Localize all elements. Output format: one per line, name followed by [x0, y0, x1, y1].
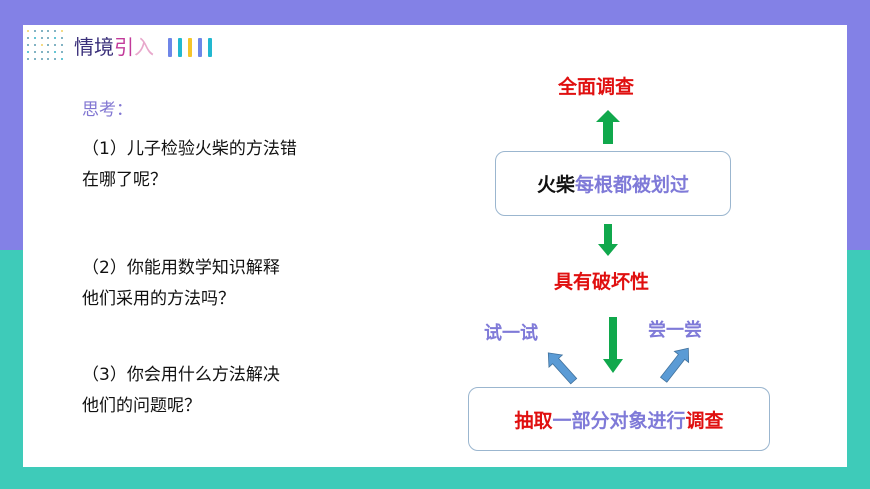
try-label: 试一试: [484, 323, 538, 344]
box2-text-red-2: 调查: [685, 409, 724, 432]
green-up-arrow-icon: [596, 110, 620, 144]
box1-text-black: 火柴: [536, 174, 575, 196]
blue-up-right-arrow-icon: [659, 347, 690, 383]
question-3-line-2: 他们的问题呢？: [82, 396, 201, 416]
box1-text-purple: 每根都被划过: [575, 174, 690, 196]
title-part-1: 情境: [74, 35, 114, 59]
question-3-line-1: （3）你会用什么方法解决: [82, 365, 280, 385]
question-2-line-1: （2）你能用数学知识解释: [82, 258, 280, 278]
green-down-arrow-icon: [598, 224, 618, 256]
question-1-line-2: 在哪了呢？: [82, 170, 167, 190]
section-title: 情境引入: [74, 34, 154, 60]
decor-bar: [198, 38, 202, 57]
blue-up-left-arrow-icon: [547, 352, 578, 385]
question-2-line-2: 他们采用的方法吗？: [82, 289, 235, 309]
title-part-3: 入: [134, 35, 154, 59]
taste-label: 尝一尝: [648, 320, 702, 341]
box2-text-red-1: 抽取: [514, 409, 553, 432]
question-1-line-1: （1）儿子检验火柴的方法错: [82, 139, 297, 159]
question-2: （2）你能用数学知识解释 他们采用的方法吗？: [82, 253, 280, 315]
box2-text-purple: 一部分对象进行: [552, 409, 686, 432]
question-1: （1）儿子检验火柴的方法错 在哪了呢？: [82, 134, 297, 196]
full-survey-label: 全面调查: [558, 76, 635, 98]
title-part-2: 引: [114, 35, 134, 59]
question-3: （3）你会用什么方法解决 他们的问题呢？: [82, 360, 280, 422]
destructive-label: 具有破坏性: [554, 271, 650, 293]
title-decor-bars: [168, 38, 212, 57]
sample-survey-box: 抽取一部分对象进行调查: [468, 387, 770, 451]
match-tested-box: 火柴每根都被划过: [495, 151, 731, 216]
decor-bar: [178, 38, 182, 57]
green-down-arrow-icon: [603, 317, 623, 373]
dot-grid-decoration: [25, 27, 65, 63]
decor-bar: [188, 38, 192, 57]
think-label: 思考：: [82, 100, 133, 120]
decor-bar: [168, 38, 172, 57]
decor-bar: [208, 38, 212, 57]
